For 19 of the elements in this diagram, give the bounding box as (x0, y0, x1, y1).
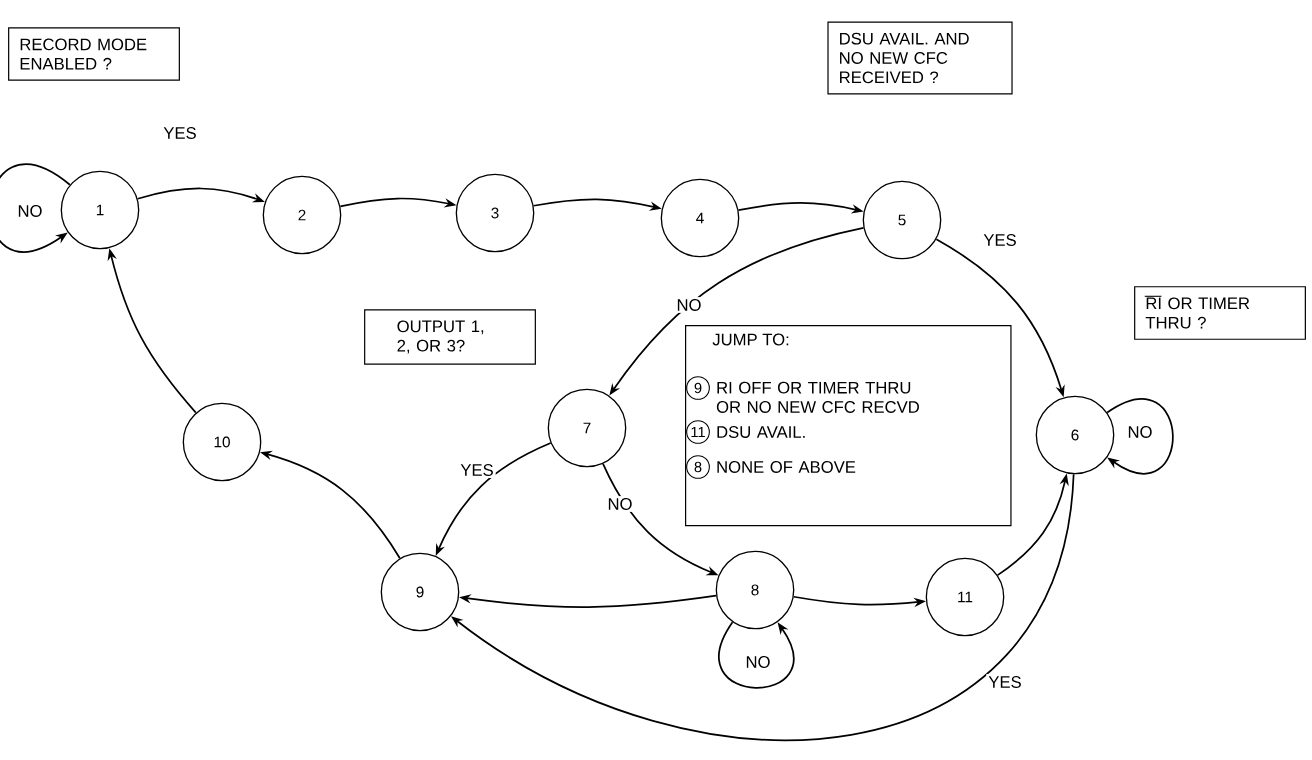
edge-label: NO (743, 654, 773, 670)
condition-box: RECORD MODE ENABLED ? (8, 27, 180, 81)
edge-label: NO (605, 496, 635, 512)
arrow (1106, 398, 1174, 475)
edge-label: NO (674, 297, 704, 313)
arrow (0, 163, 71, 253)
edge-label: YES (458, 462, 496, 478)
condition-box: DSU AVAIL. AND NO NEW CFC RECEIVED ? (827, 21, 1013, 95)
note-text: RI OFF OR TIMER THRU OR NO NEW CFC RECVD (716, 381, 919, 413)
edge-label: YES (161, 125, 199, 141)
edge-label: NO (15, 203, 45, 219)
note-text: DSU AVAIL. (717, 426, 805, 438)
arrow (718, 621, 795, 689)
edge-label: YES (986, 674, 1024, 690)
condition-box: OUTPUT 1, 2, OR 3? (364, 309, 536, 365)
edge-label: NO (1125, 424, 1155, 440)
condition-box: RI OR TIMER THRU ? (1134, 286, 1306, 340)
edge-label: YES (981, 232, 1019, 248)
note-text: NONE OF ABOVE (717, 461, 856, 473)
